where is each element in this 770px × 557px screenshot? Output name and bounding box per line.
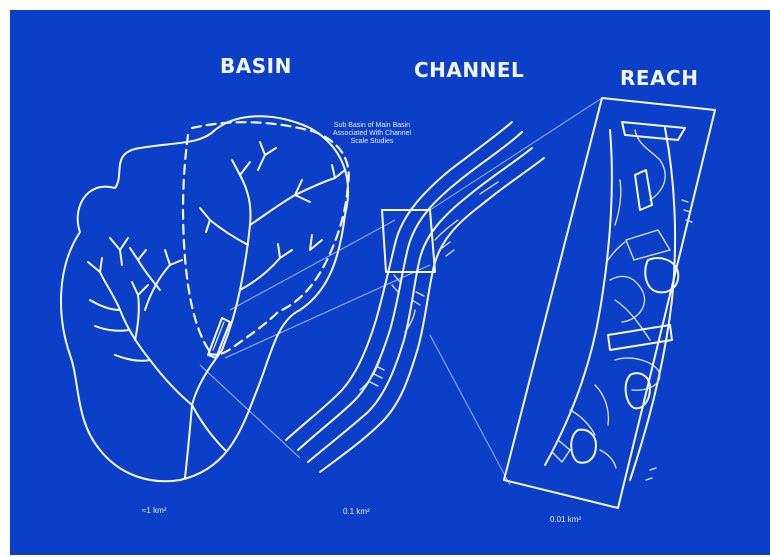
channel-scale-label: 0.1 km²: [343, 507, 370, 516]
annotation-line-2: Associated With Channel: [322, 130, 422, 138]
basin-channel-reach-drawing: [10, 10, 770, 555]
projection-lines: [200, 98, 602, 485]
channel-drawing: [286, 122, 544, 472]
annotation-line-1: Sub Basin of Main Basin: [322, 122, 422, 130]
reach-frame: [504, 98, 715, 508]
drainage-network: [88, 142, 345, 478]
reach-title: REACH: [620, 66, 698, 90]
reach-detail: [545, 122, 692, 480]
basin-title: BASIN: [220, 54, 292, 78]
diagram-slide: BASIN CHANNEL REACH Sub Basin of Main Ba…: [10, 10, 770, 555]
sub-basin-annotation: Sub Basin of Main Basin Associated With …: [322, 122, 422, 146]
sub-basin-boundary: [183, 122, 349, 354]
annotation-line-3: Scale Studies: [322, 138, 422, 146]
reach-scale-label: 0.01 km²: [550, 515, 581, 524]
basin-scale-label: ≈1 km²: [142, 506, 166, 515]
channel-title: CHANNEL: [414, 58, 524, 82]
